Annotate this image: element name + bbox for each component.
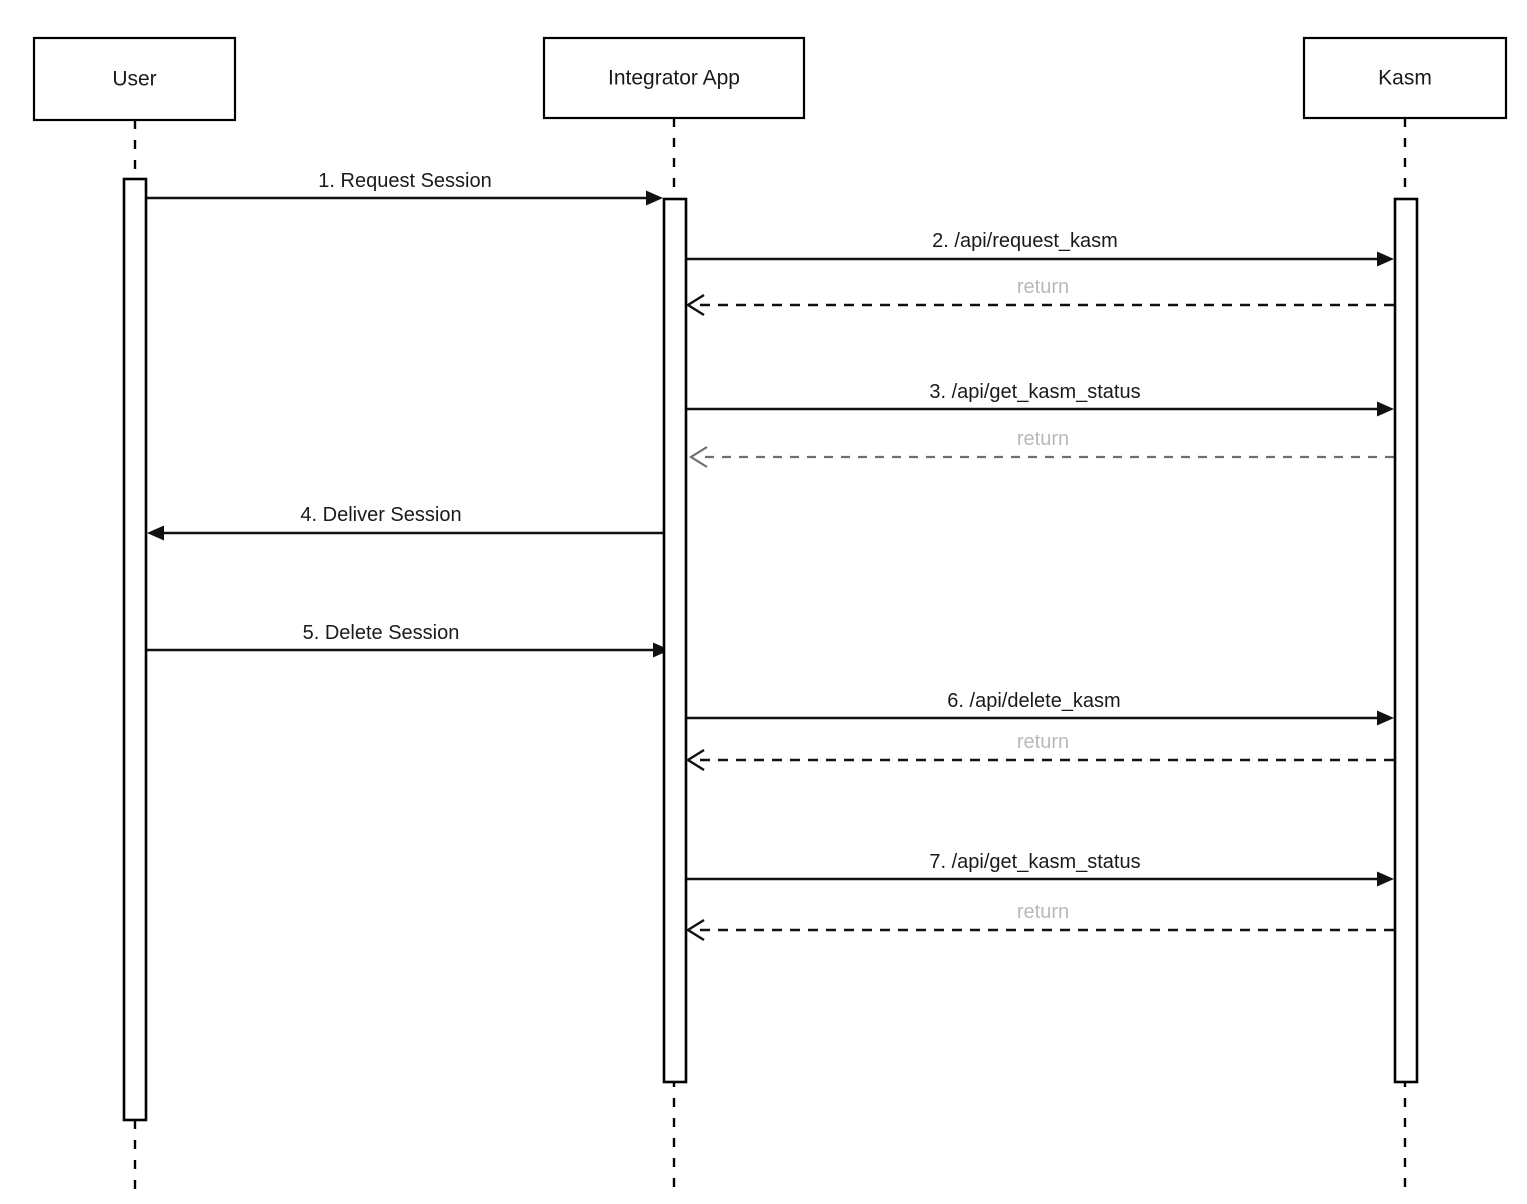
message-label-5: 5. Delete Session <box>303 622 460 644</box>
arrowhead-2r <box>685 293 705 317</box>
participant-box-integrator-app[interactable] <box>542 36 806 120</box>
activation-bar-kasm <box>1393 197 1419 1084</box>
labels-layer: 1. Request Session 2. /api/request_kasmre… <box>300 170 1140 923</box>
arrowhead-6r <box>685 748 705 772</box>
lifelines-layer <box>133 118 1407 1192</box>
activation-bar-integrator-app <box>662 197 688 1084</box>
message-label-2: 2. /api/request_kasm <box>932 230 1118 252</box>
message-label-3: 3. /api/get_kasm_status <box>929 381 1140 403</box>
message-label-4: 4. Deliver Session <box>300 504 461 526</box>
messages-layer <box>139 190 1394 942</box>
arrowhead-3 <box>1377 401 1394 417</box>
message-label-7r: return <box>1017 901 1069 923</box>
message-label-7: 7. /api/get_kasm_status <box>929 851 1140 873</box>
participant-box-user[interactable] <box>32 36 237 122</box>
message-label-6r: return <box>1017 731 1069 753</box>
arrowhead-3r <box>688 446 708 468</box>
participant-label-kasm: Kasm <box>1378 67 1432 90</box>
message-label-3r: return <box>1017 428 1069 450</box>
participant-label-user: User <box>112 68 156 91</box>
arrowhead-1 <box>646 190 663 206</box>
participant-box-kasm[interactable] <box>1302 36 1508 120</box>
activation-bar-user <box>122 177 148 1122</box>
message-label-1: 1. Request Session <box>318 170 491 192</box>
message-label-6: 6. /api/delete_kasm <box>947 690 1120 712</box>
arrowhead-7r <box>685 918 705 942</box>
arrowhead-7 <box>1377 871 1394 887</box>
arrowhead-2 <box>1377 251 1394 267</box>
activations-layer <box>122 177 1419 1122</box>
arrowhead-6 <box>1377 710 1394 726</box>
participants-layer: User Integrator App Kasm <box>32 36 1508 122</box>
arrowhead-4 <box>147 525 164 541</box>
message-label-2r: return <box>1017 276 1069 298</box>
participant-label-integrator-app: Integrator App <box>608 67 740 90</box>
arrowhead-5 <box>653 642 670 658</box>
